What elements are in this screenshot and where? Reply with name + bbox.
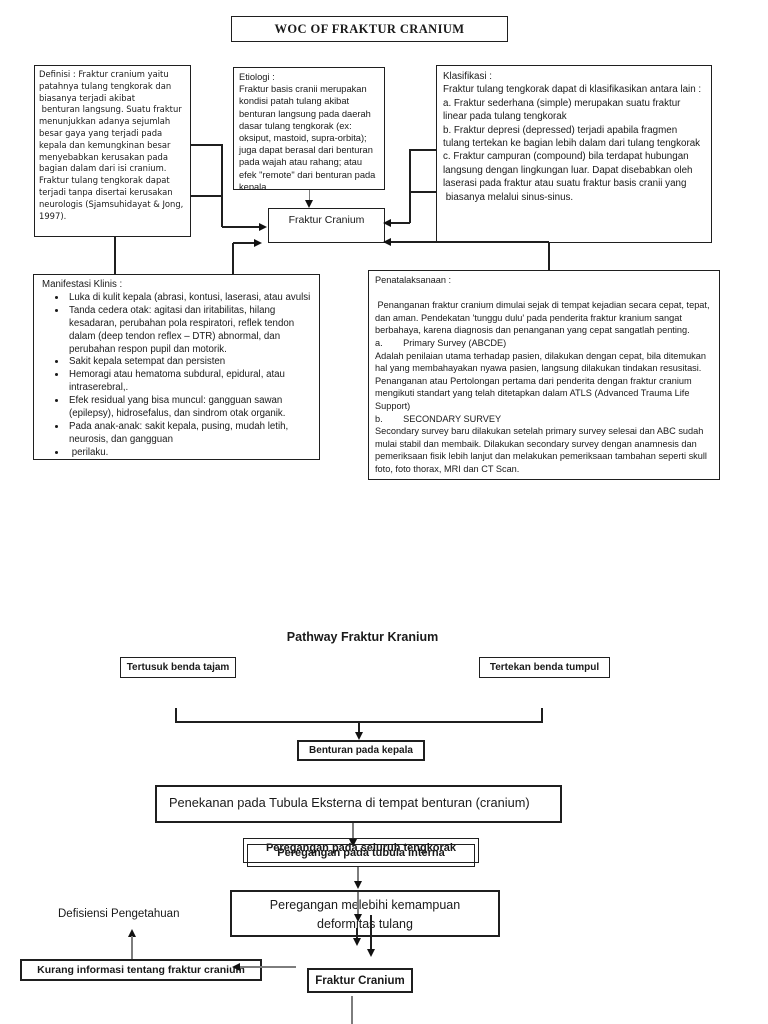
pathway-title: Pathway Fraktur Kranium <box>286 630 439 644</box>
connector-bracket-left-tick <box>175 708 177 722</box>
peregangan-tubula-text: Peregangan pada tubula interna <box>277 847 445 859</box>
connector-manifestasi-vertical <box>232 243 234 274</box>
arrowhead-melebihi-out-a <box>353 938 361 946</box>
etiologi-text: Etiologi : Fraktur basis cranii merupaka… <box>239 72 376 190</box>
manifestasi-list: Luka di kulit kepala (abrasi, kontusi, l… <box>42 292 311 459</box>
node-etiologi: Etiologi : Fraktur basis cranii merupaka… <box>233 67 385 190</box>
node-benturan-pada-kepala: Benturan pada kepala <box>297 740 425 761</box>
arrowhead-into-benturan <box>355 732 363 740</box>
node-peregangan-seluruh-tengkorak: Peregangan pada seluruh tengkorak <box>243 838 479 863</box>
connector-penatalaksanaan-vertical <box>548 242 550 270</box>
node-penatalaksanaan: Penatalaksanaan : Penanganan fraktur cra… <box>368 270 720 480</box>
arrowhead-into-fraktur-bottom <box>367 949 375 957</box>
fraktur-cranium-bottom-text: Fraktur Cranium <box>315 974 405 987</box>
arrowhead-into-fraktur-right-bottom <box>383 238 391 246</box>
connector-klasifikasi-vertical <box>409 149 411 223</box>
fraktur-cranium-center-text: Fraktur Cranium <box>288 214 365 226</box>
manifestasi-item: perilaku. <box>67 447 311 459</box>
klasifikasi-text: Klasifikasi : Fraktur tulang tengkorak d… <box>443 71 702 203</box>
connector-melebihi-inner-shaft <box>357 892 359 916</box>
manifestasi-item: Sakit kepala setempat dan persisten <box>67 356 311 369</box>
manifestasi-title: Manifestasi Klinis : <box>42 279 123 290</box>
page-title: WOC OF FRAKTUR CRANIUM <box>274 21 465 36</box>
node-penekanan-tubula-eksterna: Penekanan pada Tubula Eksterna di tempat… <box>155 785 562 823</box>
connector-bracket-shaft <box>358 722 360 733</box>
connector-penekanan-shaft <box>352 823 354 840</box>
node-peregangan-tubula-interna: Peregangan pada tubula interna <box>247 844 475 867</box>
connector-melebihi-out-shaft-b <box>370 915 372 951</box>
arrowhead-into-fraktur-right-top <box>383 219 391 227</box>
manifestasi-item: Efek residual yang bisa muncul: gangguan… <box>67 395 311 421</box>
manifestasi-item: Tanda cedera otak: agitasi dan iritabili… <box>67 305 311 357</box>
penatalaksanaan-text: Penatalaksanaan : Penanganan fraktur cra… <box>375 275 710 474</box>
arrowhead-into-kurang-informasi <box>232 963 240 971</box>
arrowhead-into-fraktur-left-bottom <box>254 239 262 247</box>
arrowhead-into-peregangan <box>349 839 357 847</box>
definisi-text: Definisi : Fraktur cranium yaitu patahny… <box>39 69 184 221</box>
connector-definisi-to-fraktur <box>222 226 259 228</box>
connector-klasifikasi-stub-b <box>410 191 436 193</box>
tertusuk-text: Tertusuk benda tajam <box>126 662 230 673</box>
connector-etiologi-shaft <box>309 190 310 201</box>
tertekan-text: Tertekan benda tumpul <box>489 662 600 673</box>
penekanan-text: Penekanan pada Tubula Eksterna di tempat… <box>169 795 530 810</box>
connector-tubula-shaft <box>357 867 359 882</box>
connector-definisi-stub-a <box>191 144 222 146</box>
kurang-informasi-text: Kurang informasi tentang fraktur cranium <box>37 964 245 976</box>
connector-melebihi-out-shaft-a <box>356 928 358 940</box>
benturan-text: Benturan pada kepala <box>309 745 413 756</box>
node-definisi: Definisi : Fraktur cranium yaitu patahny… <box>34 65 191 237</box>
connector-klasifikasi-to-fraktur <box>391 222 410 224</box>
manifestasi-item: Hemoragi atau hematoma subdural, epidura… <box>67 369 311 395</box>
arrowhead-into-fraktur-top <box>305 200 313 208</box>
label-defisiensi-pengetahuan: Defisiensi Pengetahuan <box>58 908 180 920</box>
arrowhead-into-melebihi <box>354 881 362 889</box>
arrowhead-into-defisiensi <box>128 929 136 937</box>
node-manifestasi-klinis: Manifestasi Klinis : Luka di kulit kepal… <box>33 274 320 460</box>
node-tertusuk-benda-tajam: Tertusuk benda tajam <box>120 657 236 678</box>
manifestasi-item: Luka di kulit kepala (abrasi, kontusi, l… <box>67 292 311 305</box>
node-peregangan-melebihi: Peregangan melebihi kemampuan deformitas… <box>230 890 500 937</box>
connector-manifestasi-horizontal <box>233 242 254 244</box>
arrowhead-into-fraktur-left-top <box>259 223 267 231</box>
arrowhead-melebihi-inner <box>354 914 362 922</box>
peregangan-tengkorak-text: Peregangan pada seluruh tengkorak <box>265 842 457 854</box>
title-box: WOC OF FRAKTUR CRANIUM <box>231 16 508 42</box>
connector-fraktur-bottom-line <box>351 996 353 1024</box>
connector-definisi-stub-b <box>191 195 222 197</box>
connector-bracket-right-tick <box>541 708 543 722</box>
node-fraktur-cranium-center: Fraktur Cranium <box>268 208 385 243</box>
connector-definisi-to-manifestasi <box>114 237 116 274</box>
connector-penatalaksanaan-horizontal <box>391 241 549 243</box>
connector-bracket-horizontal <box>175 721 543 723</box>
peregangan-melebihi-text: Peregangan melebihi kemampuan deformitas… <box>269 898 461 931</box>
node-klasifikasi: Klasifikasi : Fraktur tulang tengkorak d… <box>436 65 712 243</box>
connector-kurang-informasi-line <box>240 966 296 968</box>
node-kurang-informasi: Kurang informasi tentang fraktur cranium <box>20 959 262 981</box>
connector-defisiensi-shaft <box>131 936 133 960</box>
node-fraktur-cranium-bottom: Fraktur Cranium <box>307 968 413 993</box>
connector-klasifikasi-stub-a <box>410 149 436 151</box>
manifestasi-item: Pada anak-anak: sakit kepala, pusing, mu… <box>67 421 311 447</box>
connector-definisi-vertical <box>221 144 223 227</box>
node-tertekan-benda-tumpul: Tertekan benda tumpul <box>479 657 610 678</box>
